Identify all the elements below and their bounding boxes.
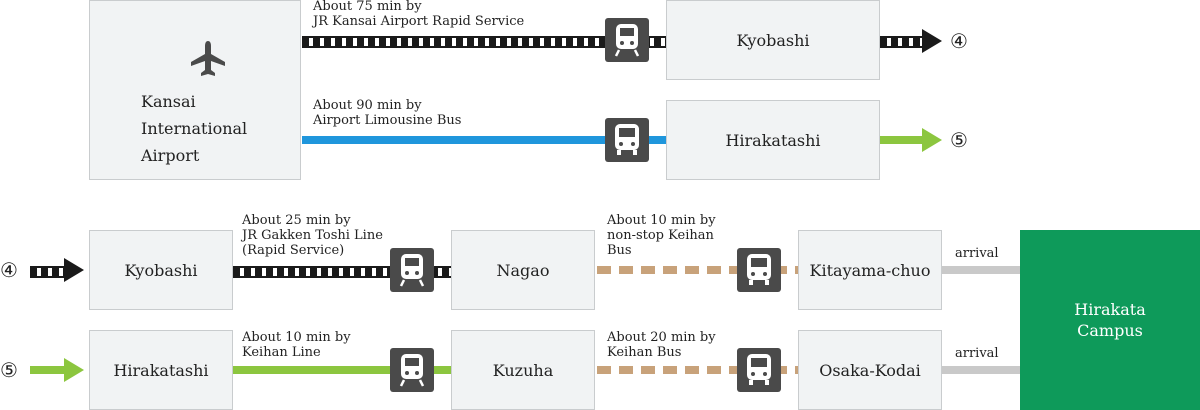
row4-leg2-line1: About 20 min by — [607, 330, 716, 345]
airport-name: Kansai International Airport — [141, 88, 247, 169]
hirakata-campus-box: Hirakata Campus — [1020, 230, 1200, 410]
row3-station-kitayama-chuo: Kitayama-chuo — [798, 230, 942, 310]
row1-arrow — [922, 29, 942, 53]
row3-arrival-line — [942, 266, 1020, 274]
row2-arrow — [922, 128, 942, 152]
row4-train-icon — [390, 348, 434, 392]
row4-start-marker: ⑤ — [0, 358, 18, 382]
row4-leg2-label: About 20 min by Keihan Bus — [607, 330, 716, 360]
row1-duration: About 75 min by — [313, 0, 422, 14]
row3-bus-line — [597, 266, 798, 274]
row3-entry-jr-line — [30, 266, 70, 278]
campus-line2: Campus — [1077, 321, 1143, 340]
row3-leg2-line3: Bus — [607, 243, 632, 258]
row2-marker: ⑤ — [950, 128, 968, 152]
airport-name-line2: International — [141, 119, 248, 138]
row2-bus-icon — [605, 118, 649, 162]
row3-leg2-label: About 10 min by non-stop Keihan Bus — [607, 213, 716, 258]
row1-train-icon — [605, 18, 649, 62]
row4-entry-line — [30, 366, 70, 374]
row4-arrival-line — [942, 366, 1020, 374]
row3-bus-icon — [737, 248, 781, 292]
campus-line1: Hirakata — [1074, 300, 1146, 319]
row3-arrival-label: arrival — [955, 246, 999, 261]
row1-marker: ④ — [950, 29, 968, 53]
row2-service: Airport Limousine Bus — [313, 113, 462, 128]
row4-keihan-line — [233, 366, 451, 374]
row3-start-marker: ④ — [0, 258, 18, 282]
row4-bus-line — [597, 366, 798, 374]
row1-jr-exit-line — [880, 36, 924, 48]
row3-leg2-line1: About 10 min by — [607, 213, 716, 228]
row4-entry-arrow — [64, 358, 84, 382]
airport-name-line1: Kansai — [141, 92, 196, 111]
row1-jr-line — [302, 36, 666, 48]
airplane-icon — [188, 39, 228, 79]
row3-leg1-line2: JR Gakken Toshi Line — [242, 228, 383, 243]
row4-station-osaka-kodai: Osaka-Kodai — [798, 330, 942, 410]
row3-leg2-line2: non-stop Keihan — [607, 228, 714, 243]
row1-station-kyobashi: Kyobashi — [666, 0, 880, 80]
row2-station-hirakatashi: Hirakatashi — [666, 100, 880, 180]
row3-leg1-line1: About 25 min by — [242, 213, 351, 228]
row3-leg1-label: About 25 min by JR Gakken Toshi Line (Ra… — [242, 213, 383, 258]
row3-station-nagao: Nagao — [451, 230, 595, 310]
row4-bus-icon — [737, 348, 781, 392]
row2-exit-line — [880, 136, 924, 144]
row4-station-hirakatashi: Hirakatashi — [89, 330, 233, 410]
row2-label: About 90 min by Airport Limousine Bus — [313, 98, 461, 128]
row1-label: About 75 min by JR Kansai Airport Rapid … — [313, 0, 524, 29]
row4-leg1-line1: About 10 min by — [242, 330, 351, 345]
row4-leg2-line2: Keihan Bus — [607, 345, 682, 360]
airport-name-line3: Airport — [141, 146, 200, 165]
row4-leg1-label: About 10 min by Keihan Line — [242, 330, 351, 360]
airport-box: Kansai International Airport — [89, 0, 301, 180]
row3-station-kyobashi: Kyobashi — [89, 230, 233, 310]
row4-arrival-label: arrival — [955, 346, 999, 361]
row2-duration: About 90 min by — [313, 98, 422, 113]
row4-leg1-line2: Keihan Line — [242, 345, 321, 360]
row2-bus-line — [302, 136, 666, 144]
row3-entry-arrow — [64, 258, 84, 282]
row3-leg1-line3: (Rapid Service) — [242, 243, 345, 258]
row3-train-icon — [390, 248, 434, 292]
row4-station-kuzuha: Kuzuha — [451, 330, 595, 410]
row1-service: JR Kansai Airport Rapid Service — [313, 14, 525, 29]
